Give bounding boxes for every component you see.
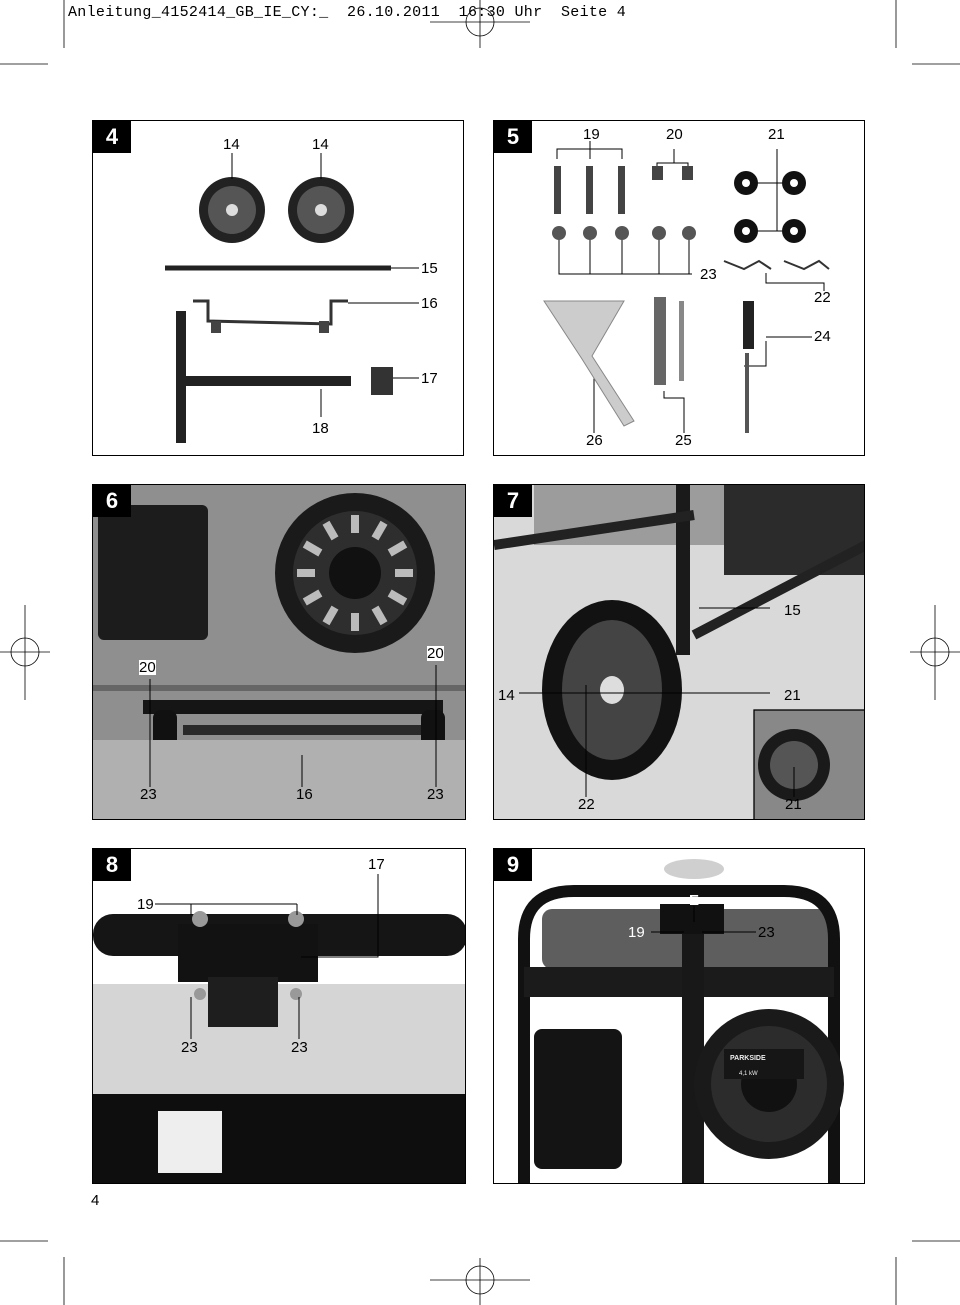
- figure-5-parts: 5 19 20 21 23 22 24 26 2: [493, 120, 865, 456]
- callout-16: 16: [296, 786, 313, 803]
- callout-23-left: 23: [140, 786, 157, 803]
- photo-drawing: [93, 849, 465, 1183]
- photo-drawing: [93, 485, 465, 819]
- callout-20: 20: [666, 126, 683, 143]
- callout-17: 17: [421, 370, 438, 387]
- callout-15: 15: [784, 602, 801, 619]
- callout-20-right: 20: [427, 645, 444, 662]
- callout-22: 22: [814, 289, 831, 306]
- callout-14-right: 14: [312, 136, 329, 153]
- photo-drawing: [494, 485, 864, 819]
- page-number: 4: [91, 1192, 100, 1209]
- figure-number: 6: [93, 485, 131, 517]
- figure-number: 4: [93, 121, 131, 153]
- callout-25: 25: [675, 432, 692, 449]
- wheel-right: [288, 177, 354, 243]
- callout-21-inset: 21: [785, 796, 802, 813]
- callout-23: 23: [700, 266, 717, 283]
- callout-18: 18: [312, 420, 329, 437]
- figure-8-photo: 8 17 19 23 23: [92, 848, 466, 1184]
- callout-14: 14: [498, 687, 515, 704]
- callout-15: 15: [421, 260, 438, 277]
- callout-19: 19: [583, 126, 600, 143]
- callout-17: 17: [368, 856, 385, 873]
- callout-16: 16: [421, 295, 438, 312]
- callout-26: 26: [586, 432, 603, 449]
- callout-23-left: 23: [181, 1039, 198, 1056]
- photo-drawing: [494, 849, 864, 1183]
- callout-23-right: 23: [291, 1039, 308, 1056]
- callout-23-right: 23: [427, 786, 444, 803]
- callout-22: 22: [578, 796, 595, 813]
- callout-19: 19: [628, 924, 645, 941]
- callout-24: 24: [814, 328, 831, 345]
- callout-20-left: 20: [139, 659, 156, 676]
- page-header: Anleitung_4152414_GB_IE_CY:_ 26.10.2011 …: [68, 4, 627, 21]
- callout-14-left: 14: [223, 136, 240, 153]
- wheel-left: [199, 177, 265, 243]
- figure-9-photo: 9 E 19 23 PARKSIDE 4,1 kW: [493, 848, 865, 1184]
- figure-number: 5: [494, 121, 532, 153]
- figure-number: 7: [494, 485, 532, 517]
- figure-6-photo: 6 20 20 23 16 23: [92, 484, 466, 820]
- callout-21: 21: [784, 687, 801, 704]
- callout-21: 21: [768, 126, 785, 143]
- parts-drawing: [543, 141, 830, 433]
- figure-4-parts: 4 14 14 15 16 17 18: [92, 120, 464, 456]
- power-rating: 4,1 kW: [739, 1071, 758, 1077]
- callout-19: 19: [137, 896, 154, 913]
- parts-drawing: [165, 153, 419, 443]
- callout-e: E: [689, 892, 700, 909]
- figure-number: 9: [494, 849, 532, 881]
- callout-23: 23: [758, 924, 775, 941]
- figure-7-photo: 7 15 14 21 22 21: [493, 484, 865, 820]
- figure-number: 8: [93, 849, 131, 881]
- parkside-logo: PARKSIDE: [730, 1055, 766, 1062]
